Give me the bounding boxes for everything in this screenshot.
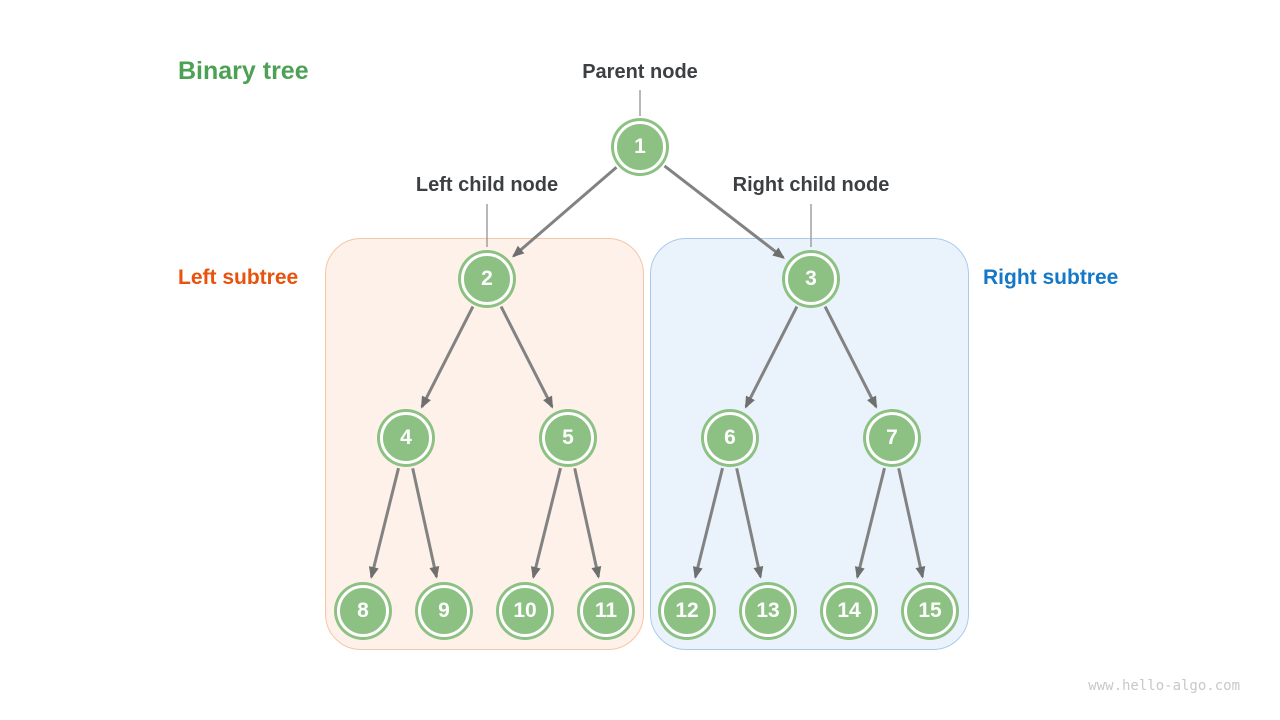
- tree-edge-4-8: [368, 467, 400, 579]
- tree-edge-1-2: [511, 166, 618, 258]
- tree-edge-2-4: [420, 305, 475, 409]
- watermark: www.hello-algo.com: [1088, 678, 1240, 694]
- tree-edge-3-6: [744, 305, 799, 409]
- tree-edge-6-12: [692, 467, 724, 579]
- left-child-node-label: Left child node: [415, 174, 559, 196]
- tree-edge-5-10: [530, 467, 562, 579]
- diagram-title: Binary tree: [178, 57, 309, 85]
- right-child-node-label: Right child node: [732, 174, 890, 196]
- parent-node-label: Parent node: [582, 61, 698, 83]
- left-subtree-label: Left subtree: [178, 266, 299, 289]
- tree-edge-3-7: [823, 305, 878, 409]
- tree-edge-4-9: [411, 467, 440, 579]
- tree-edge-5-11: [573, 467, 602, 579]
- tree-edge-2-5: [499, 305, 554, 409]
- tree-edge-1-3: [663, 164, 785, 259]
- tree-edge-6-13: [735, 467, 764, 579]
- tree-edge-7-15: [897, 467, 926, 579]
- right-subtree-label: Right subtree: [983, 266, 1119, 289]
- tree-edge-7-14: [854, 467, 886, 579]
